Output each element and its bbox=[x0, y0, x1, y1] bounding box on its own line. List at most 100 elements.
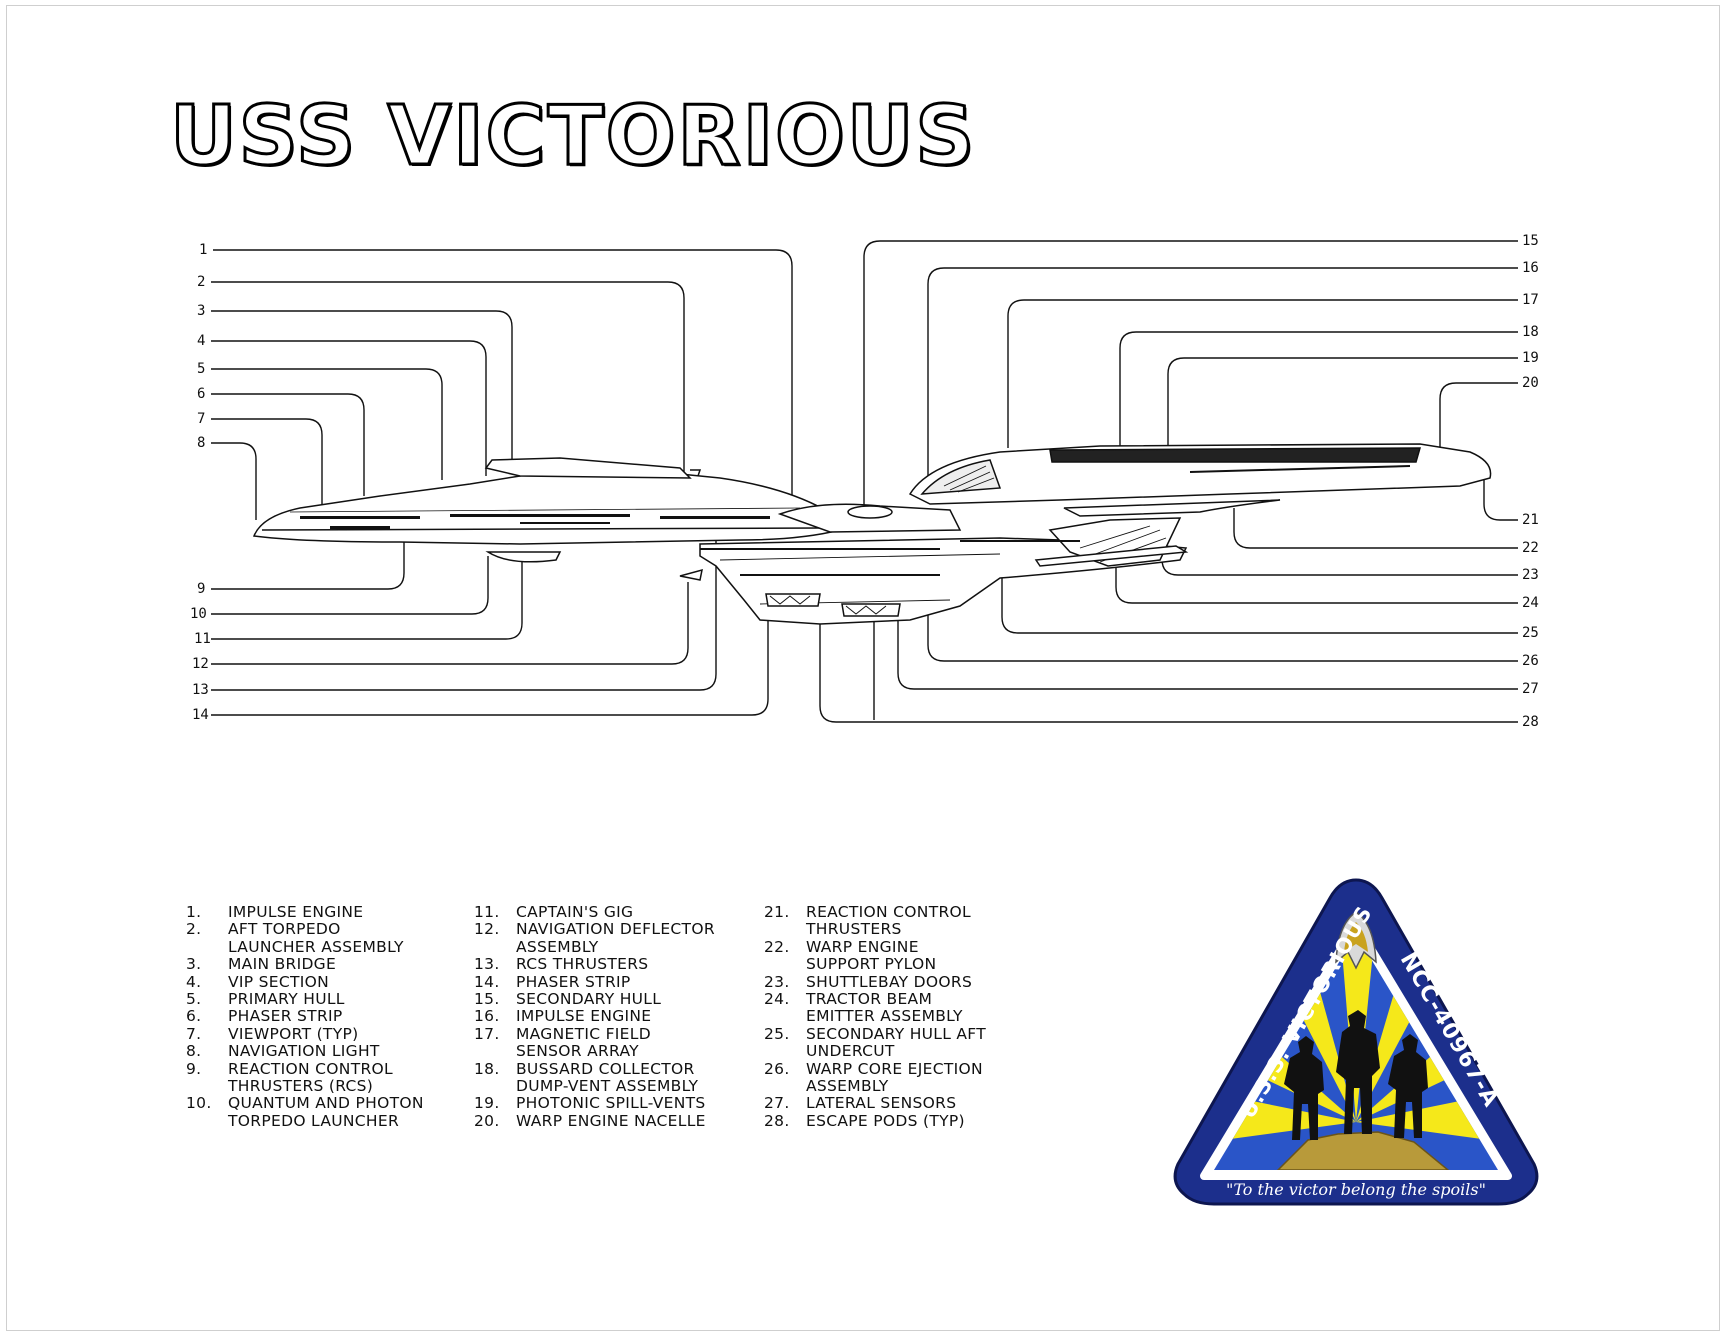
legend-number: 23. bbox=[764, 972, 790, 991]
legend-item: 1.IMPULSE ENGINE bbox=[186, 903, 424, 921]
legend-number: 21. bbox=[764, 903, 790, 921]
callout-number-7: 7 bbox=[197, 411, 206, 427]
leader-line-17 bbox=[1007, 299, 1518, 448]
callout-number-4: 4 bbox=[197, 333, 206, 349]
legend-item: 20. WARP ENGINE NACELLE bbox=[474, 1111, 715, 1130]
legend-number: 20. bbox=[474, 1111, 500, 1130]
legend-text: SECONDARY HULL AFT UNDERCUT bbox=[806, 1024, 987, 1061]
legend-column-2: 11.CAPTAIN'S GIG 12. NAVIGATION DEFLECTOR… bbox=[474, 903, 715, 1130]
legend-item: 4.VIP SECTION bbox=[186, 972, 424, 991]
legend-number: 18. bbox=[474, 1059, 500, 1078]
legend-item: 7. VIEWPORT (TYP) bbox=[186, 1024, 424, 1043]
legend-number: 4. bbox=[186, 972, 202, 991]
legend-item: 22.WARP ENGINE SUPPORT PYLON bbox=[764, 937, 986, 974]
legend-number: 16. bbox=[474, 1007, 500, 1026]
legend-text: MAGNETIC FIELD SENSOR ARRAY bbox=[516, 1024, 651, 1061]
legend-text: SECONDARY HULL bbox=[516, 990, 662, 1009]
callout-number-18: 18 bbox=[1522, 324, 1539, 340]
legend-number: 27. bbox=[764, 1094, 790, 1113]
legend-item: 6.PHASER STRIP bbox=[186, 1007, 424, 1026]
legend-text: WARP ENGINE NACELLE bbox=[516, 1111, 706, 1130]
leader-line-2 bbox=[211, 281, 685, 478]
legend-item: 3.MAIN BRIDGE bbox=[186, 955, 424, 974]
lower-sensor bbox=[485, 551, 562, 563]
callout-number-23: 23 bbox=[1522, 567, 1539, 583]
leader-line-23 bbox=[1161, 546, 1518, 576]
leader-line-20 bbox=[1439, 382, 1518, 458]
callout-number-13: 13 bbox=[192, 682, 209, 698]
leader-line-28 bbox=[819, 606, 1518, 723]
legend-item: 26.WARP CORE EJECTION ASSEMBLY bbox=[764, 1059, 986, 1096]
legend-number: 2. bbox=[186, 920, 202, 939]
legend-item: 27. LATERAL SENSORS bbox=[764, 1094, 986, 1113]
leader-line-14 bbox=[211, 600, 769, 716]
legend-item: 13.RCS THRUSTERS bbox=[474, 955, 715, 973]
callout-number-21: 21 bbox=[1522, 512, 1539, 528]
leader-line-7 bbox=[211, 418, 323, 512]
leader-line-4 bbox=[211, 340, 487, 476]
legend-text: PRIMARY HULL bbox=[228, 990, 345, 1009]
leader-line-10 bbox=[211, 556, 489, 615]
legend-number: 9. bbox=[186, 1059, 202, 1078]
legend-number: 19. bbox=[474, 1094, 500, 1113]
callout-number-8: 8 bbox=[197, 435, 206, 451]
legend-text: WARP CORE EJECTION ASSEMBLY bbox=[806, 1059, 983, 1096]
legend-text: TRACTOR BEAM EMITTER ASSEMBLY bbox=[806, 990, 963, 1026]
legend-number: 8. bbox=[186, 1042, 202, 1061]
legend-column-3: 21. REACTION CONTROL THRUSTERS 22.WARP EN… bbox=[764, 903, 987, 1130]
callout-number-19: 19 bbox=[1522, 350, 1539, 366]
callout-number-27: 27 bbox=[1522, 681, 1539, 697]
legend-item: 10.QUANTUM AND PHOTON TORPEDO LAUNCHER bbox=[186, 1095, 424, 1130]
legend-number: 12. bbox=[474, 920, 500, 939]
leader-line-1 bbox=[213, 249, 793, 506]
leader-line-16 bbox=[927, 267, 1518, 476]
legend-number: 5. bbox=[186, 990, 202, 1009]
legend-text: LATERAL SENSORS bbox=[806, 1094, 957, 1113]
insignia-silhouettes bbox=[1284, 1010, 1428, 1140]
legend-text: PHOTONIC SPILL-VENTS bbox=[516, 1094, 706, 1113]
legend-text: QUANTUM AND PHOTON TORPEDO LAUNCHER bbox=[228, 1094, 424, 1130]
callout-number-25: 25 bbox=[1522, 625, 1539, 641]
leader-line-13 bbox=[211, 532, 717, 691]
ship-profile bbox=[252, 443, 1492, 625]
callout-number-6: 6 bbox=[197, 386, 206, 402]
legend-text: CAPTAIN'S GIG bbox=[516, 903, 634, 921]
legend-text: VIEWPORT (TYP) bbox=[228, 1024, 359, 1043]
legend-item: 14. PHASER STRIP bbox=[474, 972, 715, 991]
legend-item: 21. REACTION CONTROL THRUSTERS bbox=[764, 903, 986, 939]
legend-text: NAVIGATION DEFLECTOR ASSEMBLY bbox=[516, 920, 715, 956]
legend-text: SHUTTLEBAY DOORS bbox=[806, 972, 973, 991]
legend-item: 9.REACTION CONTROL THRUSTERS (RCS) bbox=[186, 1059, 424, 1096]
legend-text: REACTION CONTROL THRUSTERS bbox=[806, 903, 971, 939]
callout-number-11: 11 bbox=[194, 631, 211, 647]
callout-number-14: 14 bbox=[192, 707, 209, 723]
legend-text: IMPULSE ENGINE bbox=[228, 903, 364, 921]
callout-number-20: 20 bbox=[1522, 375, 1539, 391]
legend-number: 3. bbox=[186, 955, 202, 974]
legend-item: 15.SECONDARY HULL bbox=[474, 990, 715, 1009]
leader-line-22 bbox=[1233, 508, 1518, 549]
page-title: USS VICTORIOUS bbox=[168, 89, 977, 184]
legend-item: 19. PHOTONIC SPILL-VENTS bbox=[474, 1094, 715, 1113]
leader-line-25 bbox=[1001, 574, 1518, 634]
legend-number: 14. bbox=[474, 972, 500, 991]
legend-item: 8.NAVIGATION LIGHT bbox=[186, 1042, 424, 1061]
callout-number-28: 28 bbox=[1522, 714, 1539, 730]
insignia-motto: "To the victor belong the spoils" bbox=[1226, 1180, 1486, 1199]
viewports bbox=[300, 514, 1080, 576]
legend-number: 7. bbox=[186, 1024, 202, 1043]
legend-number: 22. bbox=[764, 937, 790, 956]
callout-number-17: 17 bbox=[1522, 292, 1539, 308]
legend-text: PHASER STRIP bbox=[516, 972, 631, 991]
legend-text: IMPULSE ENGINE bbox=[516, 1007, 652, 1026]
leader-line-18 bbox=[1119, 331, 1518, 458]
callout-number-26: 26 bbox=[1522, 653, 1539, 669]
primary-hull bbox=[252, 468, 842, 545]
nacelle-grille bbox=[1049, 447, 1421, 463]
legend-item: 2.AFT TORPEDO LAUNCHER ASSEMBLY bbox=[186, 921, 424, 956]
leader-line-12 bbox=[211, 582, 689, 665]
legend-number: 6. bbox=[186, 1007, 202, 1026]
legend-item: 16. IMPULSE ENGINE bbox=[474, 1007, 715, 1026]
legend-item: 5. PRIMARY HULL bbox=[186, 990, 424, 1009]
legend-item: 11.CAPTAIN'S GIG bbox=[474, 903, 715, 921]
